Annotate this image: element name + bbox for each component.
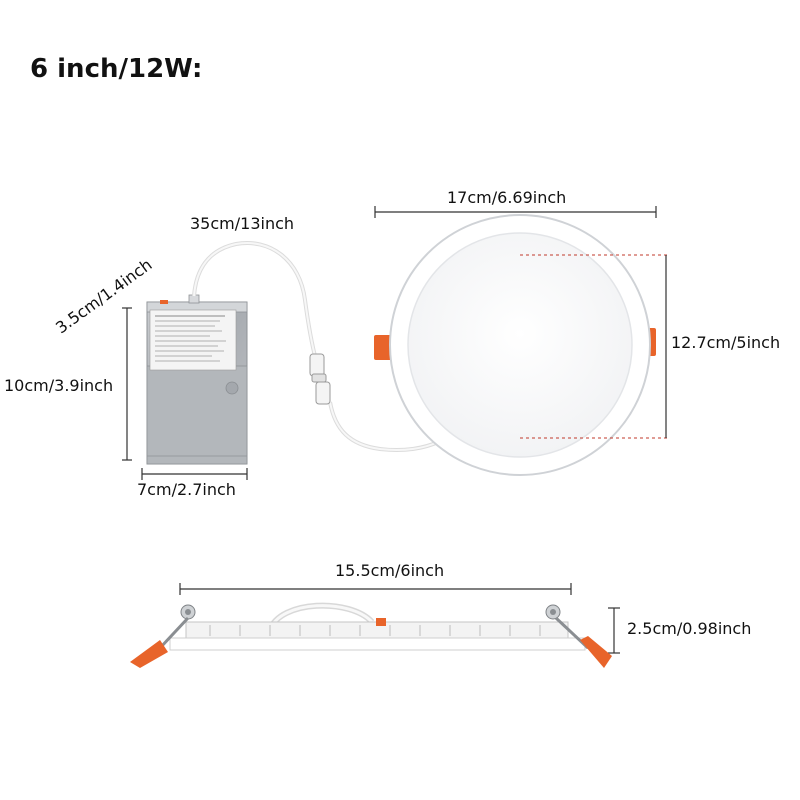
junction-box: [146, 294, 248, 465]
box-height-dim: [122, 307, 132, 461]
side-width-label: 15.5cm/6inch: [335, 561, 445, 580]
cutout-dim: [520, 254, 668, 439]
spec-label: [149, 309, 237, 371]
product-title: 6 inch/12W:: [30, 54, 203, 84]
side-width-dim: [179, 583, 572, 595]
panel-diameter-dim: [374, 206, 657, 218]
cutout-diameter-label: 12.7cm/5inch: [671, 333, 781, 352]
cable-connector: [309, 353, 331, 405]
side-thickness-dim: [608, 607, 620, 654]
side-thickness-label: 2.5cm/0.98inch: [627, 619, 752, 638]
panel-diameter-label: 17cm/6.69inch: [447, 188, 567, 207]
box-width-label: 7cm/2.7inch: [137, 480, 236, 499]
cable-length-label: 35cm/13inch: [190, 214, 295, 233]
box-height-label: 10cm/3.9inch: [4, 376, 114, 395]
round-panel-top: [374, 214, 656, 476]
cable: [192, 241, 439, 453]
panel-side-profile: [130, 602, 612, 668]
box-width-dim: [141, 468, 248, 480]
